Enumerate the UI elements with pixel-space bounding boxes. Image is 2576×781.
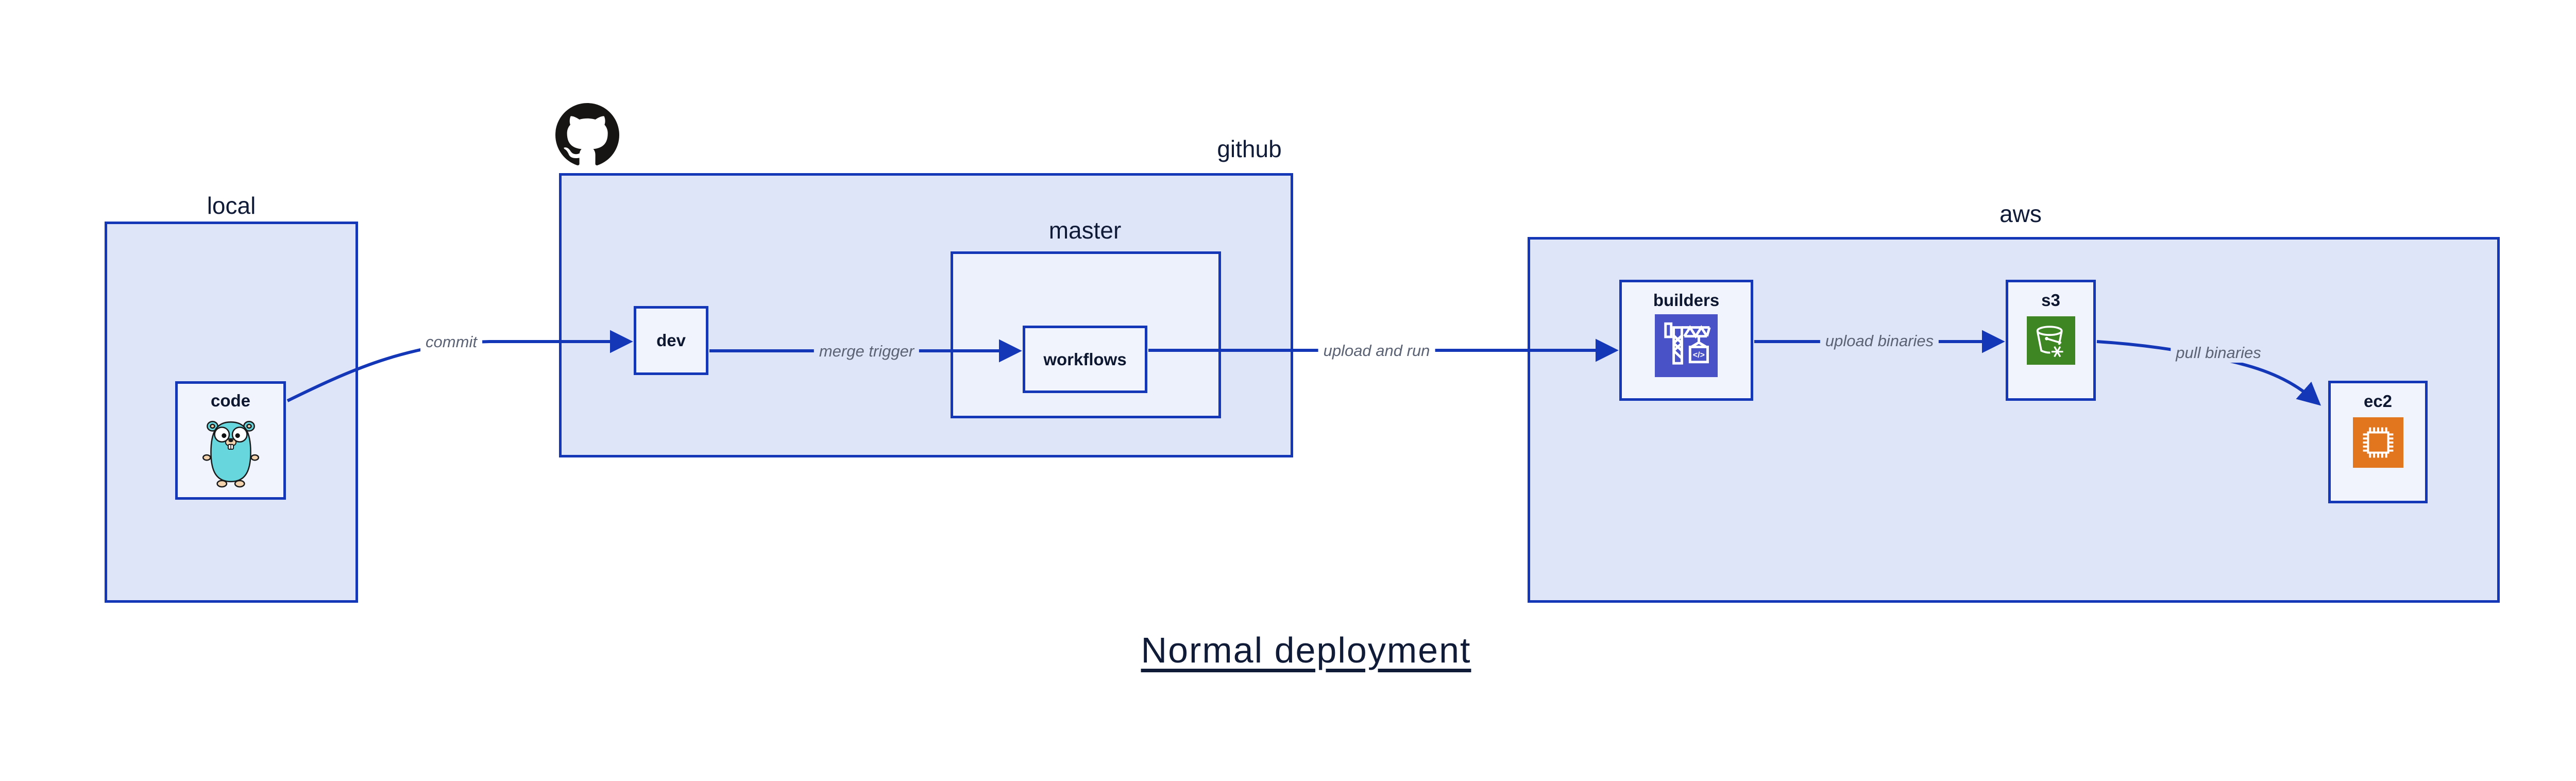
edge-label-upload-and-run: upload and run xyxy=(1318,341,1435,361)
github-octocat-icon xyxy=(555,103,619,165)
node-workflows: workflows xyxy=(1023,326,1147,393)
node-label-workflows: workflows xyxy=(1043,349,1127,369)
node-ec2: ec2 xyxy=(2328,381,2428,503)
edge-label-upload-binaries: upload binaries xyxy=(1820,331,1939,351)
node-s3: s3 xyxy=(2006,280,2096,401)
edge-label-commit: commit xyxy=(420,332,482,352)
node-label-builders: builders xyxy=(1653,291,1720,310)
node-builders: builders </> xyxy=(1619,280,1753,401)
diagram-title: Normal deployment xyxy=(1141,630,1471,670)
node-label-ec2: ec2 xyxy=(2363,392,2393,411)
aws-codebuild-crane-icon: </> xyxy=(1655,314,1718,377)
aws-ec2-chip-icon xyxy=(2352,417,2403,468)
aws-s3-bucket-snowflake-icon xyxy=(2026,316,2075,365)
node-label-s3: s3 xyxy=(2041,291,2060,310)
group-label-github: github xyxy=(1217,135,1282,162)
edge-label-merge-trigger: merge trigger xyxy=(814,341,920,362)
node-label-code: code xyxy=(210,391,251,410)
group-label-local: local xyxy=(207,192,256,219)
node-label-dev: dev xyxy=(656,331,686,350)
edge-label-pull-binaries: pull binaries xyxy=(2171,343,2266,363)
node-code: code xyxy=(175,381,286,500)
group-label-aws: aws xyxy=(1999,200,2042,227)
go-gopher-icon xyxy=(202,420,259,488)
svg-text:</>: </> xyxy=(1693,351,1705,360)
node-dev: dev xyxy=(634,306,708,375)
group-label-master: master xyxy=(1048,217,1122,244)
